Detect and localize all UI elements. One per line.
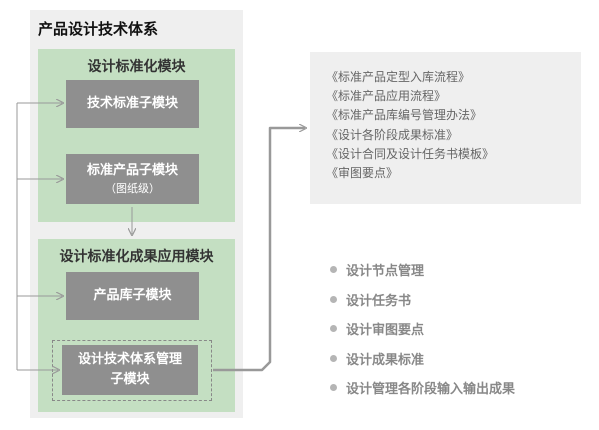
bullet-dot-icon: [330, 354, 337, 362]
bullet-dot-icon: [330, 325, 337, 333]
product-standard-submodule-label: 标准产品子模块: [86, 163, 178, 178]
management-item[interactable]: 设计节点管理: [330, 255, 515, 285]
management-item[interactable]: 设计成果标准: [330, 344, 515, 374]
documents-panel: [310, 52, 581, 204]
document-item[interactable]: 《标准产品库编号管理办法》: [326, 108, 483, 123]
management-item-label: 设计任务书: [346, 293, 412, 309]
document-item[interactable]: 《标准产品定型入库流程》: [326, 70, 471, 84]
documents-list: 《标准产品定型入库流程》 《标准产品应用流程》 《标准产品库编号管理办法》 《设…: [326, 68, 494, 183]
bullet-dot-icon: [330, 295, 337, 303]
product-standard-submodule-note: （图纸级）: [105, 182, 160, 195]
tech-standard-submodule[interactable]: 技术标准子模块: [66, 80, 199, 128]
product-library-submodule-label: 产品库子模块: [93, 288, 172, 303]
bullet-dot-icon: [330, 384, 337, 392]
tech-system-mgmt-submodule[interactable]: 设计技术体系管理 子模块: [62, 345, 198, 395]
management-item[interactable]: 设计管理各阶段输入输出成果: [330, 373, 515, 403]
document-item[interactable]: 《审图要点》: [326, 166, 399, 181]
management-items-list: 设计节点管理 设计任务书 设计审图要点 设计成果标准 设计管理各阶段输入输出成果: [330, 255, 515, 403]
document-item[interactable]: 《设计各阶段成果标准》: [326, 127, 459, 142]
management-item-label: 设计节点管理: [346, 264, 425, 280]
management-item[interactable]: 设计审图要点: [330, 314, 515, 344]
tech-standard-submodule-label: 技术标准子模块: [86, 96, 178, 111]
management-item-label: 设计管理各阶段输入输出成果: [346, 382, 516, 398]
tech-system-mgmt-label-line2: 子模块: [110, 372, 150, 387]
management-item[interactable]: 设计任务书: [330, 285, 515, 315]
management-item-label: 设计审图要点: [346, 323, 425, 339]
bullet-dot-icon: [330, 266, 337, 274]
document-item[interactable]: 《设计合同及设计任务书模板》: [326, 146, 495, 161]
document-item[interactable]: 《标准产品应用流程》: [326, 89, 447, 104]
standardization-module-title: 设计标准化模块: [87, 59, 186, 75]
system-title: 产品设计技术体系: [38, 20, 159, 38]
product-standard-submodule[interactable]: 标准产品子模块 （图纸级）: [66, 154, 199, 204]
product-library-submodule[interactable]: 产品库子模块: [66, 272, 199, 320]
application-module-title: 设计标准化成果应用模块: [59, 249, 214, 265]
tech-system-mgmt-label-line1: 设计技术体系管理: [77, 352, 182, 367]
management-item-label: 设计成果标准: [346, 352, 425, 368]
